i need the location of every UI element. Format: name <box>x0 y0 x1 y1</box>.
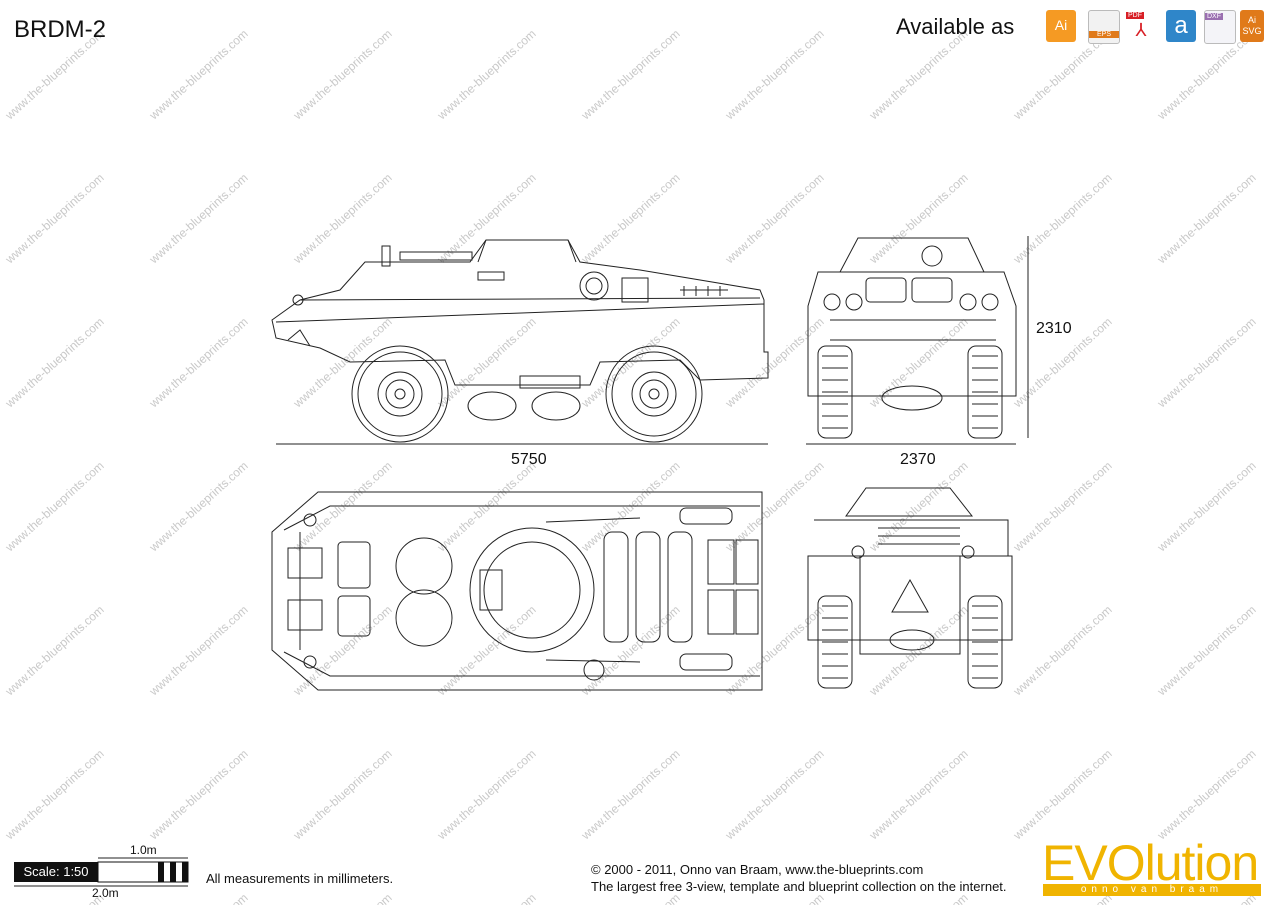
side-view <box>271 239 769 443</box>
evolution-logo[interactable]: EVOlution onno van braam <box>1042 835 1264 898</box>
pdf-icon[interactable]: PDF ⅄ <box>1126 10 1156 42</box>
available-as-label: Available as <box>896 14 1015 39</box>
logo-sub-text: onno van braam <box>1043 884 1261 896</box>
a-icon[interactable]: a <box>1166 10 1196 42</box>
rear-view <box>807 487 1013 689</box>
eps-icon[interactable]: EPS <box>1088 10 1120 44</box>
front-view <box>807 237 1017 439</box>
dxf-icon[interactable]: DXF <box>1204 10 1236 44</box>
length-dimension: 5750 <box>511 451 547 468</box>
scale-bottom-label: 2.0m <box>92 886 119 900</box>
width-dimension: 2370 <box>900 451 936 468</box>
pdf-glyph: ⅄ <box>1135 20 1147 40</box>
height-dimension: 2310 <box>1036 320 1072 337</box>
measurements-note: All measurements in millimeters. <box>206 871 394 886</box>
logo-main-text: EVOlution <box>1042 835 1259 891</box>
copyright-line: © 2000 - 2011, Onno van Braam, www.the-b… <box>591 862 924 877</box>
top-view <box>271 491 763 691</box>
scale-label: Scale: 1:50 <box>14 862 98 882</box>
ai-icon[interactable]: Ai <box>1046 10 1076 42</box>
page-title: BRDM-2 <box>14 16 107 43</box>
scale-top-label: 1.0m <box>130 843 157 857</box>
scale-bar <box>14 857 189 887</box>
tagline: The largest free 3-view, template and bl… <box>591 879 1007 894</box>
svg-icon[interactable]: Ai SVG <box>1240 10 1264 42</box>
